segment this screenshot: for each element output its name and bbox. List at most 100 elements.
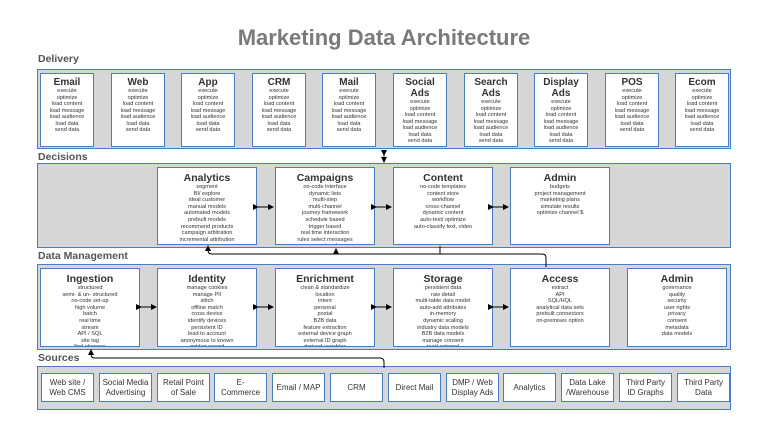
data-management-card-item: SQL/HQL [547, 298, 573, 305]
data-management-card-item: location [315, 291, 335, 298]
decisions-card-item: auto-test/ optimize [420, 216, 466, 223]
data-management-card-item: cross device [191, 311, 223, 318]
delivery-card-item: execute [410, 99, 430, 105]
data-management-card-item: consent [667, 317, 687, 324]
data-management-card-item: offline match [191, 304, 223, 311]
data-management-card-item: find changes [41, 344, 139, 346]
delivery-card-item: load content [545, 112, 577, 118]
delivery-card-item: load content [122, 101, 154, 107]
data-management-card-item: postal [317, 311, 333, 318]
delivery-card-item: execute [198, 88, 218, 94]
data-management-card-item: user rights [663, 304, 691, 311]
delivery-card-item: send data [125, 127, 151, 133]
delivery-card-item: load content [333, 101, 365, 107]
delivery-card-item: load data [337, 120, 361, 127]
delivery-card-item: execute [269, 88, 289, 94]
data-management-card-item: quality [668, 291, 686, 298]
delivery-card-item: load audience [331, 114, 367, 120]
delivery-card-item: optimize [691, 94, 713, 101]
decisions-card-item: no-code interface [303, 184, 347, 190]
decisions-card-item: simulate results [540, 203, 580, 210]
data-management-card-item: API / SQL [77, 331, 103, 338]
decisions-card-item: scores in rules [276, 243, 374, 244]
section-label-delivery: Delivery [38, 53, 79, 65]
delivery-card-item: execute [128, 88, 148, 94]
decisions-card-title: Analytics [183, 172, 231, 184]
source-e-commerce: E-Commerce [214, 373, 267, 402]
source-label-line: E-Commerce [220, 377, 261, 397]
data-management-card-item: on-premises option [536, 317, 584, 324]
delivery-card-title: Ecom [688, 77, 716, 88]
source-label-line: Data [695, 387, 712, 397]
delivery-card-item: load audience [261, 114, 297, 120]
source-label-line: Display Ads [451, 387, 494, 397]
decisions-card-item: no-code templates [419, 184, 467, 190]
source-direct-mail: Direct Mail [388, 373, 441, 402]
delivery-card-item: load audience [402, 125, 438, 131]
delivery-card-item: send data [407, 138, 433, 144]
source-label-line: ID Graphs [627, 387, 664, 397]
delivery-card-item: load message [614, 107, 650, 114]
section-label-sources: Sources [38, 352, 80, 364]
decisions-card-item: ideal customer [188, 197, 226, 204]
source-data-lake-warehouse: Data Lake/Warehouse [561, 373, 614, 402]
page-title: Marketing Data Architecture [237, 25, 531, 50]
source-label-line: Email / MAP [276, 382, 321, 392]
source-label-line: of Sale [171, 387, 196, 397]
decisions-card-item: recommend products [180, 223, 234, 230]
decisions-card-item: dynamic content [422, 210, 464, 217]
delivery-card-title: CRM [267, 77, 291, 88]
delivery-card-item: load message [543, 118, 579, 125]
decisions-card-item: auto-classify text, video [413, 223, 473, 230]
delivery-card-item: load data [196, 120, 220, 127]
source-web-site-web-cms: Web site /Web CMS [41, 373, 94, 402]
delivery-card-item: load data [55, 120, 79, 127]
delivery-card-item: optimize [550, 105, 572, 112]
delivery-card-item: optimize [409, 105, 431, 112]
delivery-card-item: load message [331, 107, 367, 114]
data-management-card-item: prebuilt connectors [536, 311, 584, 318]
delivery-card-item: optimize [338, 94, 360, 101]
section-label-data-management: Data Management [38, 250, 128, 262]
decisions-card-item: prebuilt models [188, 216, 226, 223]
delivery-card-item: send data [195, 127, 221, 133]
delivery-card-item: load message [190, 107, 226, 114]
data-management-card-title: Admin [660, 273, 694, 285]
decisions-card-item: schedule based [305, 216, 345, 223]
data-management-card-item: semi- & un- structured [62, 291, 118, 298]
delivery-card-item: load audience [49, 114, 85, 120]
data-management-card-item: identify devices [187, 317, 227, 324]
delivery-card-item: load data [408, 131, 432, 138]
delivery-card-item: optimize [480, 105, 502, 112]
delivery-card-item: load audience [614, 114, 650, 120]
delivery-card-item: load message [120, 107, 156, 114]
source-label-line: Direct Mail [395, 382, 434, 392]
delivery-card-item: send data [548, 138, 574, 144]
decisions-card-item: marketing plans [540, 197, 580, 204]
delivery-card-item: load content [263, 101, 295, 107]
delivery-card-item: load content [616, 101, 648, 107]
source-label-line: Retail Point [163, 377, 204, 387]
delivery-card-item: load message [684, 107, 720, 114]
decisions-card-item: budgets [550, 184, 570, 190]
decisions-card-title: Content [423, 172, 463, 184]
delivery-card-item: load content [51, 101, 83, 107]
delivery-card-item: load message [473, 118, 509, 125]
delivery-card-item: execute [622, 88, 642, 94]
decisions-card-item: multi-channel [308, 203, 342, 210]
decisions-card-item: BI/ explore [193, 190, 221, 197]
data-management-card-item: raw detail [431, 291, 455, 298]
delivery-card-item: execute [339, 88, 359, 94]
source-label-line: Third Party [683, 377, 724, 387]
data-management-card-item: extract [551, 285, 569, 291]
delivery-card-item: execute [481, 99, 501, 105]
